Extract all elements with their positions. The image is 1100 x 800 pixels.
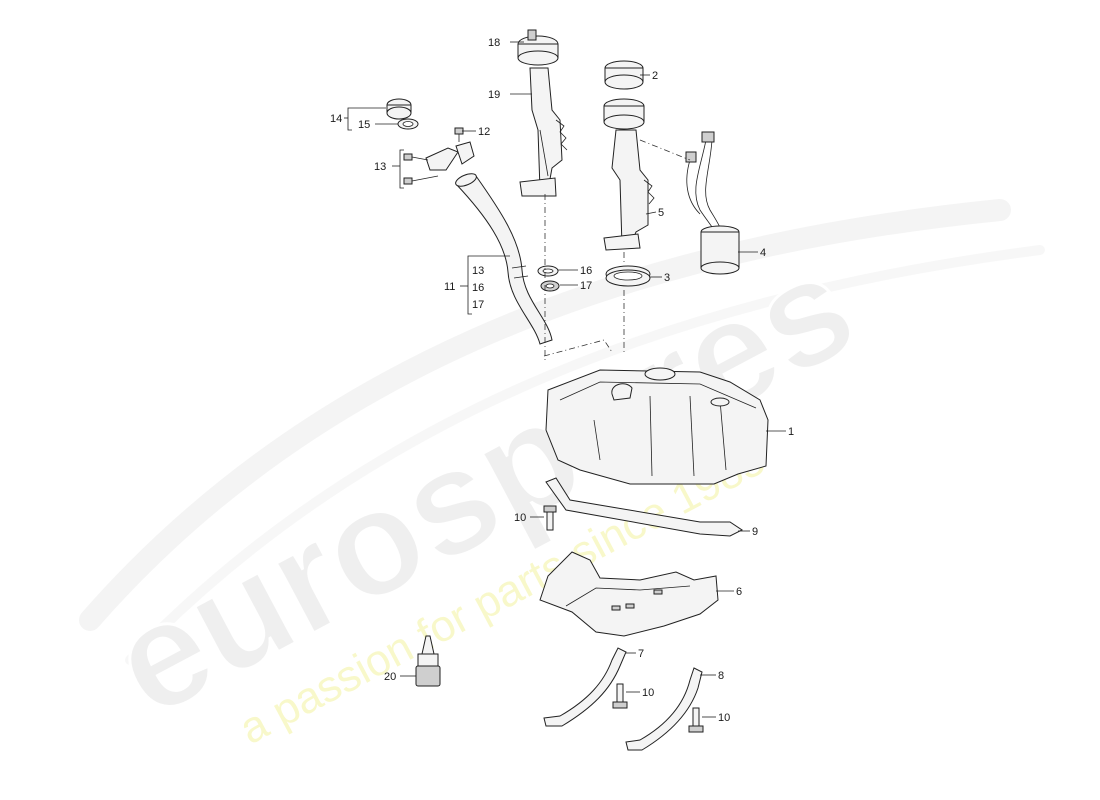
callout-12: 12 (478, 126, 490, 138)
callout-15: 15 (358, 119, 370, 131)
leader-lines (344, 41, 786, 718)
callout-5: 5 (658, 207, 664, 219)
callout-11-sub-17: 17 (472, 299, 484, 311)
part-4-filter-harness (685, 131, 740, 275)
part-9-tank-strap (545, 477, 743, 537)
callout-9: 9 (752, 526, 758, 538)
part-10-bolt-lower (688, 707, 704, 733)
callout-14: 14 (330, 113, 342, 125)
part-15-seal (397, 118, 419, 130)
callout-10-middle: 10 (642, 687, 654, 699)
part-14-grommet (386, 98, 412, 120)
part-10-bolt-middle (612, 683, 628, 709)
callout-10-upper: 10 (514, 512, 526, 524)
callout-labels: 18 19 2 5 4 3 1 9 10 6 7 10 8 10 20 16 1… (330, 37, 794, 724)
callout-10-lower: 10 (718, 712, 730, 724)
callout-4: 4 (760, 247, 766, 259)
callout-3: 3 (664, 272, 670, 284)
part-5-fuel-pump (603, 98, 655, 251)
part-13-bracket (403, 141, 475, 185)
part-12-screw (454, 127, 464, 142)
part-19-level-sender (519, 67, 568, 197)
part-16-ring (537, 265, 559, 277)
callout-8: 8 (718, 670, 724, 682)
part-2-cap (604, 60, 644, 90)
callout-19: 19 (488, 89, 500, 101)
part-1-fuel-tank (545, 367, 769, 485)
part-20-sealant-bottle (415, 635, 441, 687)
callout-1: 1 (788, 426, 794, 438)
callout-18: 18 (488, 37, 500, 49)
part-17-ring (540, 280, 560, 292)
callout-2: 2 (652, 70, 658, 82)
part-10-bolt-upper (543, 505, 557, 531)
part-3-seal-ring (605, 265, 651, 287)
watermark: eurospares a passion for parts since 198… (79, 199, 1045, 754)
callout-17: 17 (580, 280, 592, 292)
callout-7: 7 (638, 648, 644, 660)
assembly-lines (543, 139, 691, 360)
callout-16: 16 (580, 265, 592, 277)
callout-11: 11 (444, 281, 455, 293)
callout-13: 13 (374, 161, 386, 173)
part-11-filler-pipe (455, 173, 553, 345)
callout-11-sub-16: 16 (472, 282, 484, 294)
part-7-strap (543, 647, 627, 727)
callout-11-sub-13: 13 (472, 265, 484, 277)
part-8-strap (625, 667, 703, 751)
callout-6: 6 (736, 586, 742, 598)
part-18-sender-unit (517, 29, 559, 66)
callout-20: 20 (384, 671, 396, 683)
part-6-underbody-shield (539, 551, 719, 637)
